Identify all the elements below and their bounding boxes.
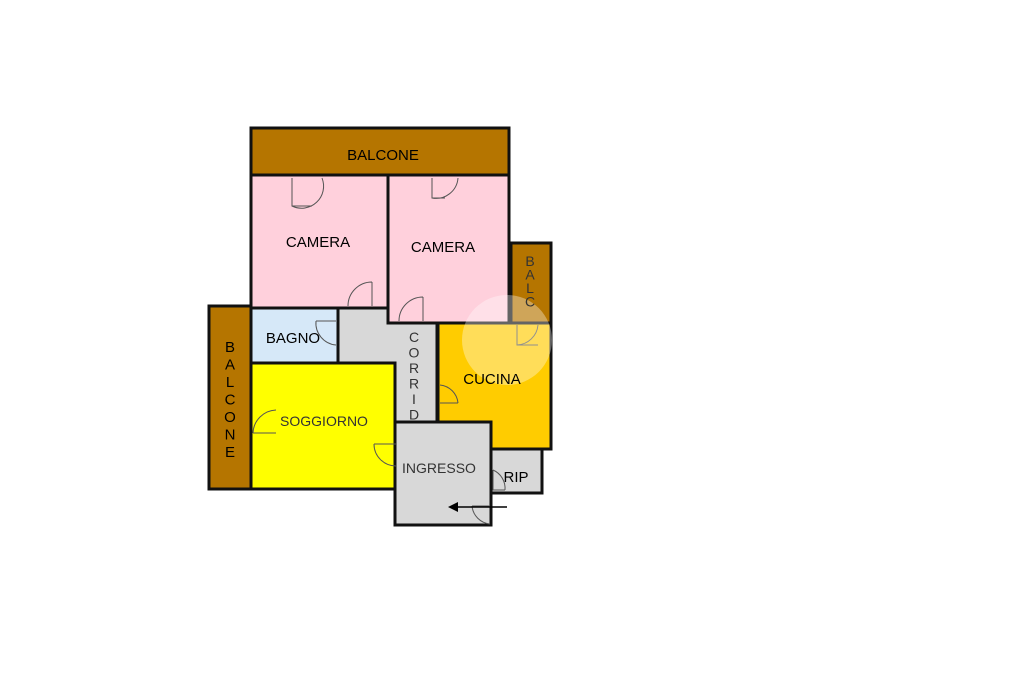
door-entrance	[471, 505, 491, 525]
door-camera-right	[431, 177, 459, 199]
label-soggiorno: SOGGIORNO	[280, 413, 368, 429]
balcone-top	[249, 126, 511, 177]
door-soggiorno-balcone	[252, 409, 277, 434]
door-camera-right-corridor	[398, 296, 424, 322]
door-cucina	[439, 384, 459, 404]
label-rip: RIP	[503, 469, 528, 486]
door-soggiorno-ingresso	[373, 443, 397, 467]
label-cucina: CUCINA	[463, 371, 521, 388]
label-camera-right: CAMERA	[411, 239, 475, 256]
balcone-left	[207, 304, 253, 491]
door-balc	[516, 324, 539, 346]
label-balcone-top: BALCONE	[347, 147, 419, 164]
door-bagno	[315, 320, 337, 346]
circle-watermark	[462, 295, 552, 385]
ripostiglio	[489, 447, 544, 495]
soggiorno	[249, 361, 397, 491]
door-camera-left-corridor	[347, 281, 373, 307]
label-bagno: BAGNO	[266, 330, 320, 347]
label-ingresso: INGRESSO	[402, 460, 476, 476]
door-camera-left	[291, 177, 325, 209]
camera-right	[386, 173, 511, 325]
label-camera-left: CAMERA	[286, 234, 350, 251]
camera-left	[249, 173, 390, 310]
door-rip	[492, 469, 506, 491]
ingresso	[393, 420, 493, 527]
left-arrow-icon	[448, 502, 507, 512]
